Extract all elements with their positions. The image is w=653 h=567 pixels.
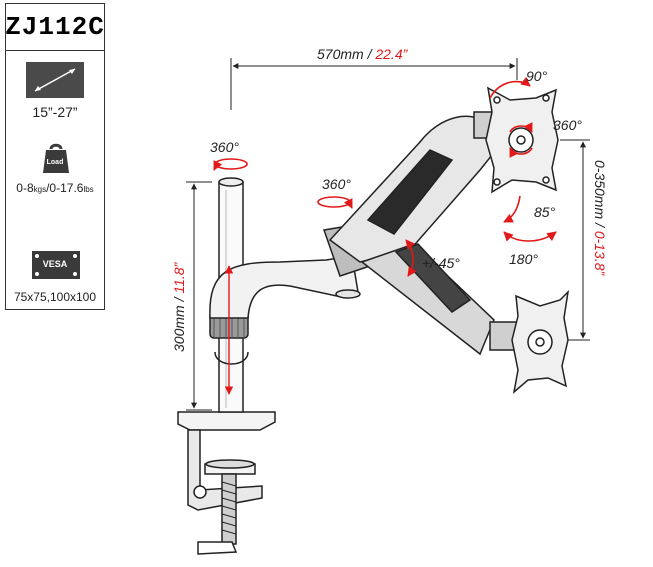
vertical-range-imperial: 0-13.8” (592, 230, 608, 276)
reach-label: 570mm / 22.4” (317, 46, 407, 62)
spec-panel: ZJ112C 15”-27” Load 0-8kgs/0-17.6lbs VES… (5, 3, 105, 310)
plate-tilt-arrow (503, 195, 521, 223)
vertical-range-metric: 0-350mm / (592, 160, 608, 231)
vesa-sizes-label: 75x75,100x100 (13, 290, 97, 304)
load-icon-text: Load (46, 159, 64, 166)
pole-swivel-arrow (213, 158, 248, 171)
arm-tilt-label: +/-45° (422, 255, 460, 271)
desk-clamp (177, 411, 276, 555)
pole-swivel-label: 360° (210, 139, 239, 155)
reach-metric: 570mm / (317, 46, 376, 62)
vesa-plate-icon (32, 251, 80, 279)
screen-size-icon (26, 62, 84, 98)
plate-rotate-label: 360° (553, 117, 582, 133)
load-kg: 0-8 (16, 181, 34, 195)
reach-imperial: 22.4” (375, 46, 408, 62)
weight-load-icon (43, 143, 69, 173)
load-capacity-label: 0-8kgs/0-17.6lbs (6, 181, 104, 195)
load-lbs-unit: lbs (83, 185, 94, 194)
plate-tilt-top-label: 90° (526, 68, 548, 84)
arm-swivel-label: 360° (322, 176, 351, 192)
load-lbs: /0-17.6 (46, 181, 84, 195)
height-dimension-line (186, 181, 212, 411)
height-label: 300mm / 11.8” (171, 263, 187, 352)
screen-size-label: 15”-27” (32, 104, 78, 120)
arm-tilt-arrow (405, 239, 417, 277)
model-number: ZJ112C (5, 4, 104, 51)
plate-tilt-label: 85° (534, 204, 556, 220)
plate-swivel-label: 180° (509, 251, 538, 267)
vesa-plate-upper (485, 86, 559, 194)
vesa-icon-text: VESA (42, 259, 68, 269)
load-kg-unit: kgs (33, 185, 47, 194)
height-metric: 300mm / (171, 293, 187, 352)
vertical-range-label: 0-350mm / 0-13.8” (592, 160, 608, 275)
arm-swivel-arrow (317, 196, 353, 209)
upper-gas-arm (328, 111, 497, 356)
vesa-plate-lower (489, 289, 570, 394)
plate-rotate-arrow (509, 122, 533, 158)
height-imperial: 11.8” (171, 262, 187, 294)
plate-tilt-top-arrow (489, 76, 531, 99)
reach-dimension-line (230, 58, 518, 110)
plate-swivel-arrow (503, 231, 557, 242)
